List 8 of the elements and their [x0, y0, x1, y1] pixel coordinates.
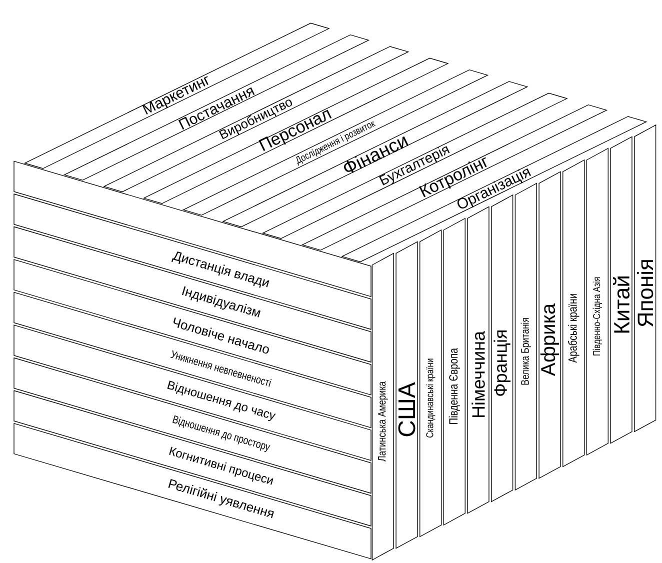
- strip-box: США: [396, 241, 418, 549]
- strip-box: Скандинавські країни: [420, 229, 442, 538]
- strip-box: Франція: [491, 194, 514, 502]
- strip-box: Арабські країни: [562, 159, 585, 468]
- strip-box: Японія: [634, 124, 656, 432]
- strip-box: Німеччина: [467, 206, 490, 514]
- strip-box: Китай: [610, 136, 632, 444]
- strip-box: Африка: [538, 171, 561, 479]
